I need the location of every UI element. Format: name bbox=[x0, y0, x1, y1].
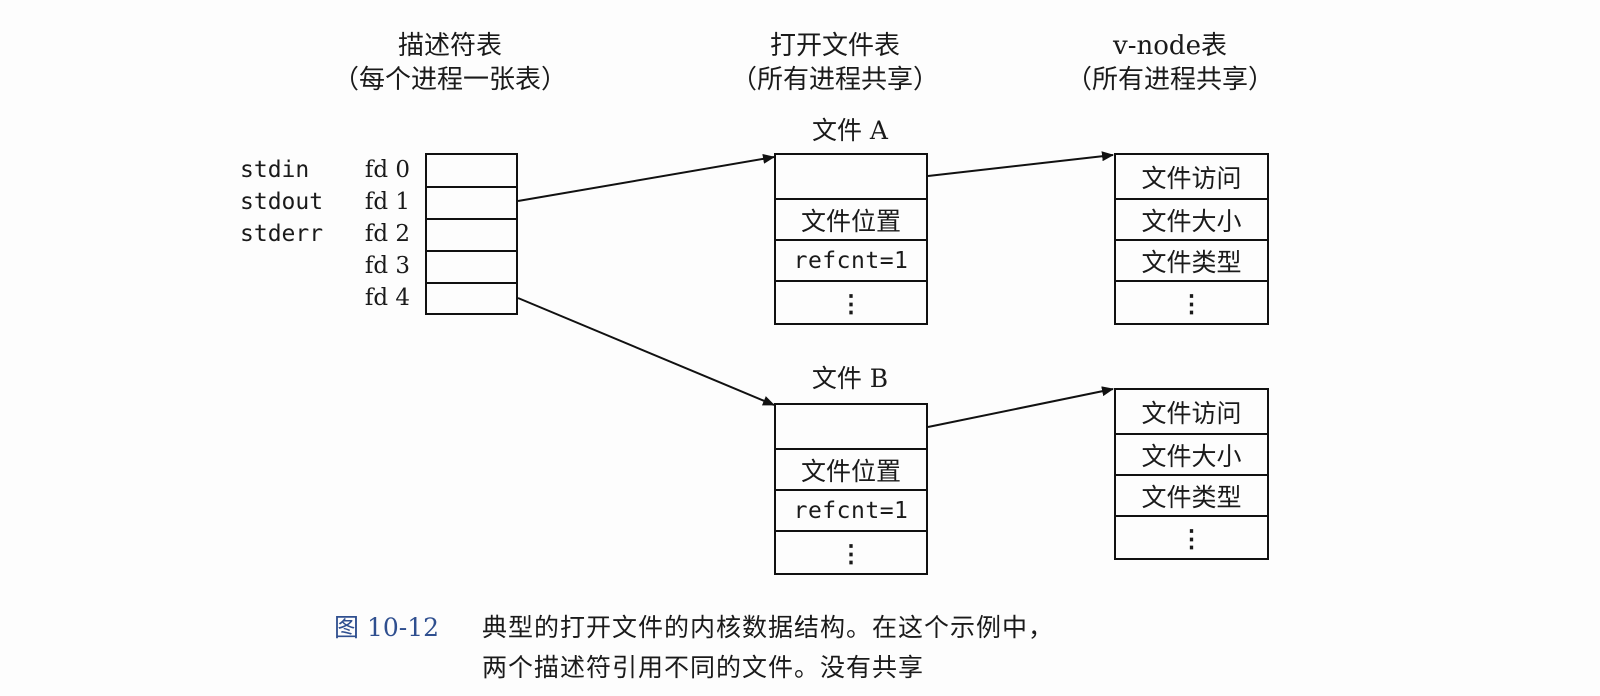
vnode-table-subtitle: （所有进程共享） bbox=[1065, 65, 1274, 95]
vertical-ellipsis-icon: ⋮ bbox=[839, 288, 863, 318]
descriptor-table-subtitle: （每个进程一张表） bbox=[332, 65, 567, 95]
file-b-cell-more: ⋮ bbox=[776, 530, 926, 575]
descriptor-slot-fd3 bbox=[427, 250, 516, 282]
figure-caption-line-1: 典型的打开文件的内核数据结构。在这个示例中， bbox=[482, 613, 1055, 642]
file-b-cell-refcnt: refcnt=1 bbox=[776, 489, 926, 531]
vertical-ellipsis-icon: ⋮ bbox=[1179, 288, 1204, 318]
descriptor-table-title: 描述符表 bbox=[397, 31, 502, 61]
descriptor-slot-fd0 bbox=[427, 155, 516, 187]
file-b-label: 文件 B bbox=[811, 364, 889, 393]
fd-label-0: fd 0 bbox=[364, 157, 410, 183]
figure-caption-line-2: 两个描述符引用不同的文件。没有共享 bbox=[482, 653, 925, 682]
fd-label-1: fd 1 bbox=[364, 189, 410, 215]
file-a-cell-header bbox=[776, 155, 926, 199]
file-b-cell-header bbox=[776, 405, 926, 449]
open-file-table-subtitle: （所有进程共享） bbox=[730, 65, 939, 95]
file-a-cell-refcnt: refcnt=1 bbox=[776, 239, 926, 281]
arrow-fd4-to-file-b bbox=[517, 297, 775, 406]
arrow-file-a-to-vnode-a bbox=[927, 151, 1114, 177]
vnode-a-table: 文件访问 文件大小 文件类型 ⋮ bbox=[1114, 153, 1269, 325]
vnode-b-cell-size: 文件大小 bbox=[1116, 433, 1267, 475]
file-a-label: 文件 A bbox=[811, 116, 888, 145]
vnode-table-title: v-node表 bbox=[1113, 31, 1227, 61]
vnode-a-cell-more: ⋮ bbox=[1116, 280, 1267, 325]
stream-label-stdin: stdin bbox=[240, 157, 310, 183]
vnode-a-cell-size: 文件大小 bbox=[1116, 198, 1267, 240]
descriptor-slot-fd1 bbox=[427, 186, 516, 218]
descriptor-table bbox=[425, 153, 518, 315]
vnode-b-table: 文件访问 文件大小 文件类型 ⋮ bbox=[1114, 388, 1269, 560]
file-a-cell-more: ⋮ bbox=[776, 280, 926, 325]
open-file-table-title: 打开文件表 bbox=[769, 31, 900, 61]
file-a-table: 文件位置 refcnt=1 ⋮ bbox=[774, 153, 928, 325]
descriptor-slot-fd2 bbox=[427, 218, 516, 250]
fd-label-2: fd 2 bbox=[364, 221, 410, 247]
fd-label-3: fd 3 bbox=[364, 253, 410, 279]
fd-label-4: fd 4 bbox=[364, 285, 410, 311]
descriptor-slot-fd4 bbox=[427, 282, 516, 315]
stream-label-stderr: stderr bbox=[240, 221, 324, 247]
arrow-fd1-to-file-a bbox=[517, 153, 775, 202]
vnode-a-cell-type: 文件类型 bbox=[1116, 239, 1267, 281]
arrow-file-b-to-vnode-b bbox=[927, 386, 1114, 428]
figure-number: 图 10-12 bbox=[334, 613, 440, 642]
vertical-ellipsis-icon: ⋮ bbox=[839, 538, 863, 568]
vnode-b-cell-more: ⋮ bbox=[1116, 515, 1267, 560]
file-a-cell-position: 文件位置 bbox=[776, 198, 926, 240]
vnode-b-cell-access: 文件访问 bbox=[1141, 399, 1242, 428]
file-b-table: 文件位置 refcnt=1 ⋮ bbox=[774, 403, 928, 575]
vertical-ellipsis-icon: ⋮ bbox=[1179, 523, 1204, 553]
vnode-a-cell-access: 文件访问 bbox=[1141, 164, 1242, 193]
vnode-b-cell-type: 文件类型 bbox=[1116, 474, 1267, 516]
stream-label-stdout: stdout bbox=[240, 189, 324, 215]
file-b-cell-position: 文件位置 bbox=[776, 448, 926, 490]
